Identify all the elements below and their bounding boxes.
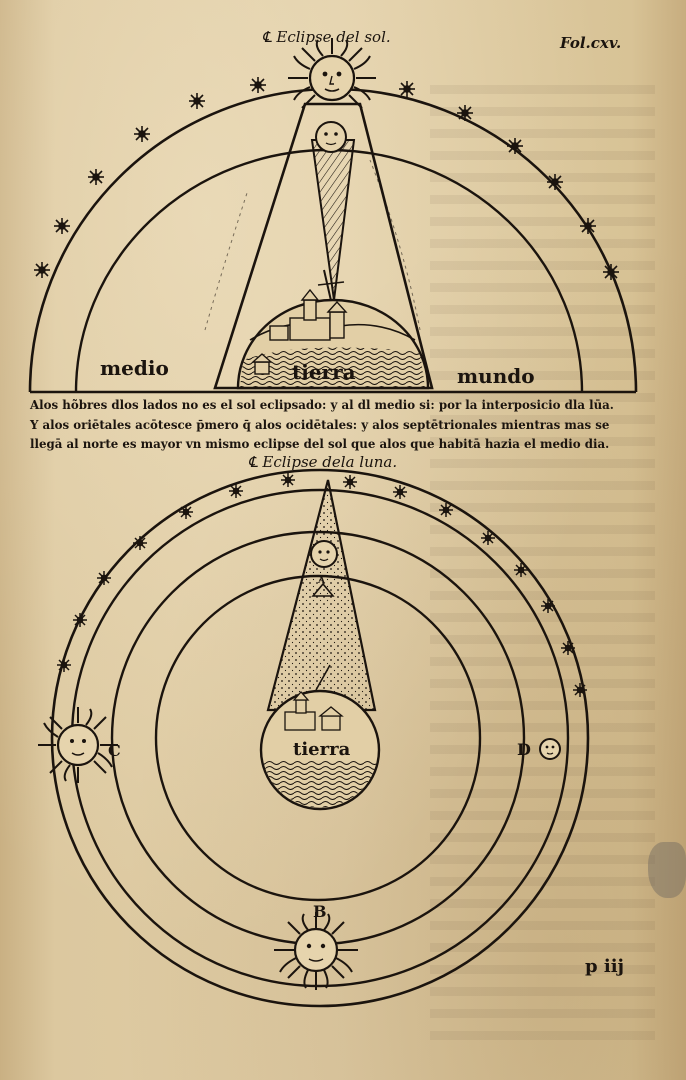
sun-icon — [288, 38, 376, 109]
paper-stain — [648, 842, 686, 898]
label-medio: medio — [100, 356, 169, 380]
lunar-eclipse-title: ℄ Eclipse dela luna. — [248, 453, 398, 471]
label-tierra-2: tierra — [293, 739, 351, 760]
outer-stars-circle — [50, 468, 590, 1008]
star-icons — [34, 77, 619, 280]
marker-a-triangle — [311, 582, 335, 597]
label-tierra: tierra — [292, 360, 356, 384]
moon-shadow-cone — [310, 139, 356, 301]
label-a: A — [318, 576, 325, 586]
earth-globe — [236, 288, 430, 390]
moon-icon-eclipsed — [310, 540, 338, 568]
caption-line-2: Y alos oriētales acōtesce p̄mero q̄ alos… — [30, 417, 610, 432]
earth-globe-2 — [259, 689, 381, 811]
earth-shadow-cone — [266, 479, 377, 712]
sun-icon-c — [38, 707, 118, 783]
caption-text: Alos hõbres dlos lados no es el sol ecli… — [30, 396, 670, 455]
signature-mark: p iij — [585, 956, 625, 977]
solar-eclipse-diagram — [28, 38, 638, 394]
caption-line-3: llegā al norte es mayor vn mismo eclipse… — [30, 437, 610, 451]
sun-icon-b — [274, 912, 358, 990]
moon-icon — [315, 121, 347, 153]
moon-icon-d — [539, 738, 561, 760]
solar-eclipse-title: ℄ Eclipse del sol. — [262, 28, 391, 46]
castle-icon — [251, 288, 348, 375]
label-mundo: mundo — [457, 364, 535, 388]
lunar-eclipse-diagram — [38, 468, 590, 1008]
label-c: C — [108, 741, 121, 760]
label-b: B — [313, 902, 327, 921]
star-icons-2 — [57, 473, 587, 697]
sunlight-cone — [213, 102, 434, 390]
folio-number: Fol.cxv. — [560, 34, 622, 52]
caption-line-1: Alos hõbres dlos lados no es el sol ecli… — [30, 398, 614, 412]
castle-icon-2 — [284, 691, 344, 731]
label-d: D — [517, 740, 531, 759]
